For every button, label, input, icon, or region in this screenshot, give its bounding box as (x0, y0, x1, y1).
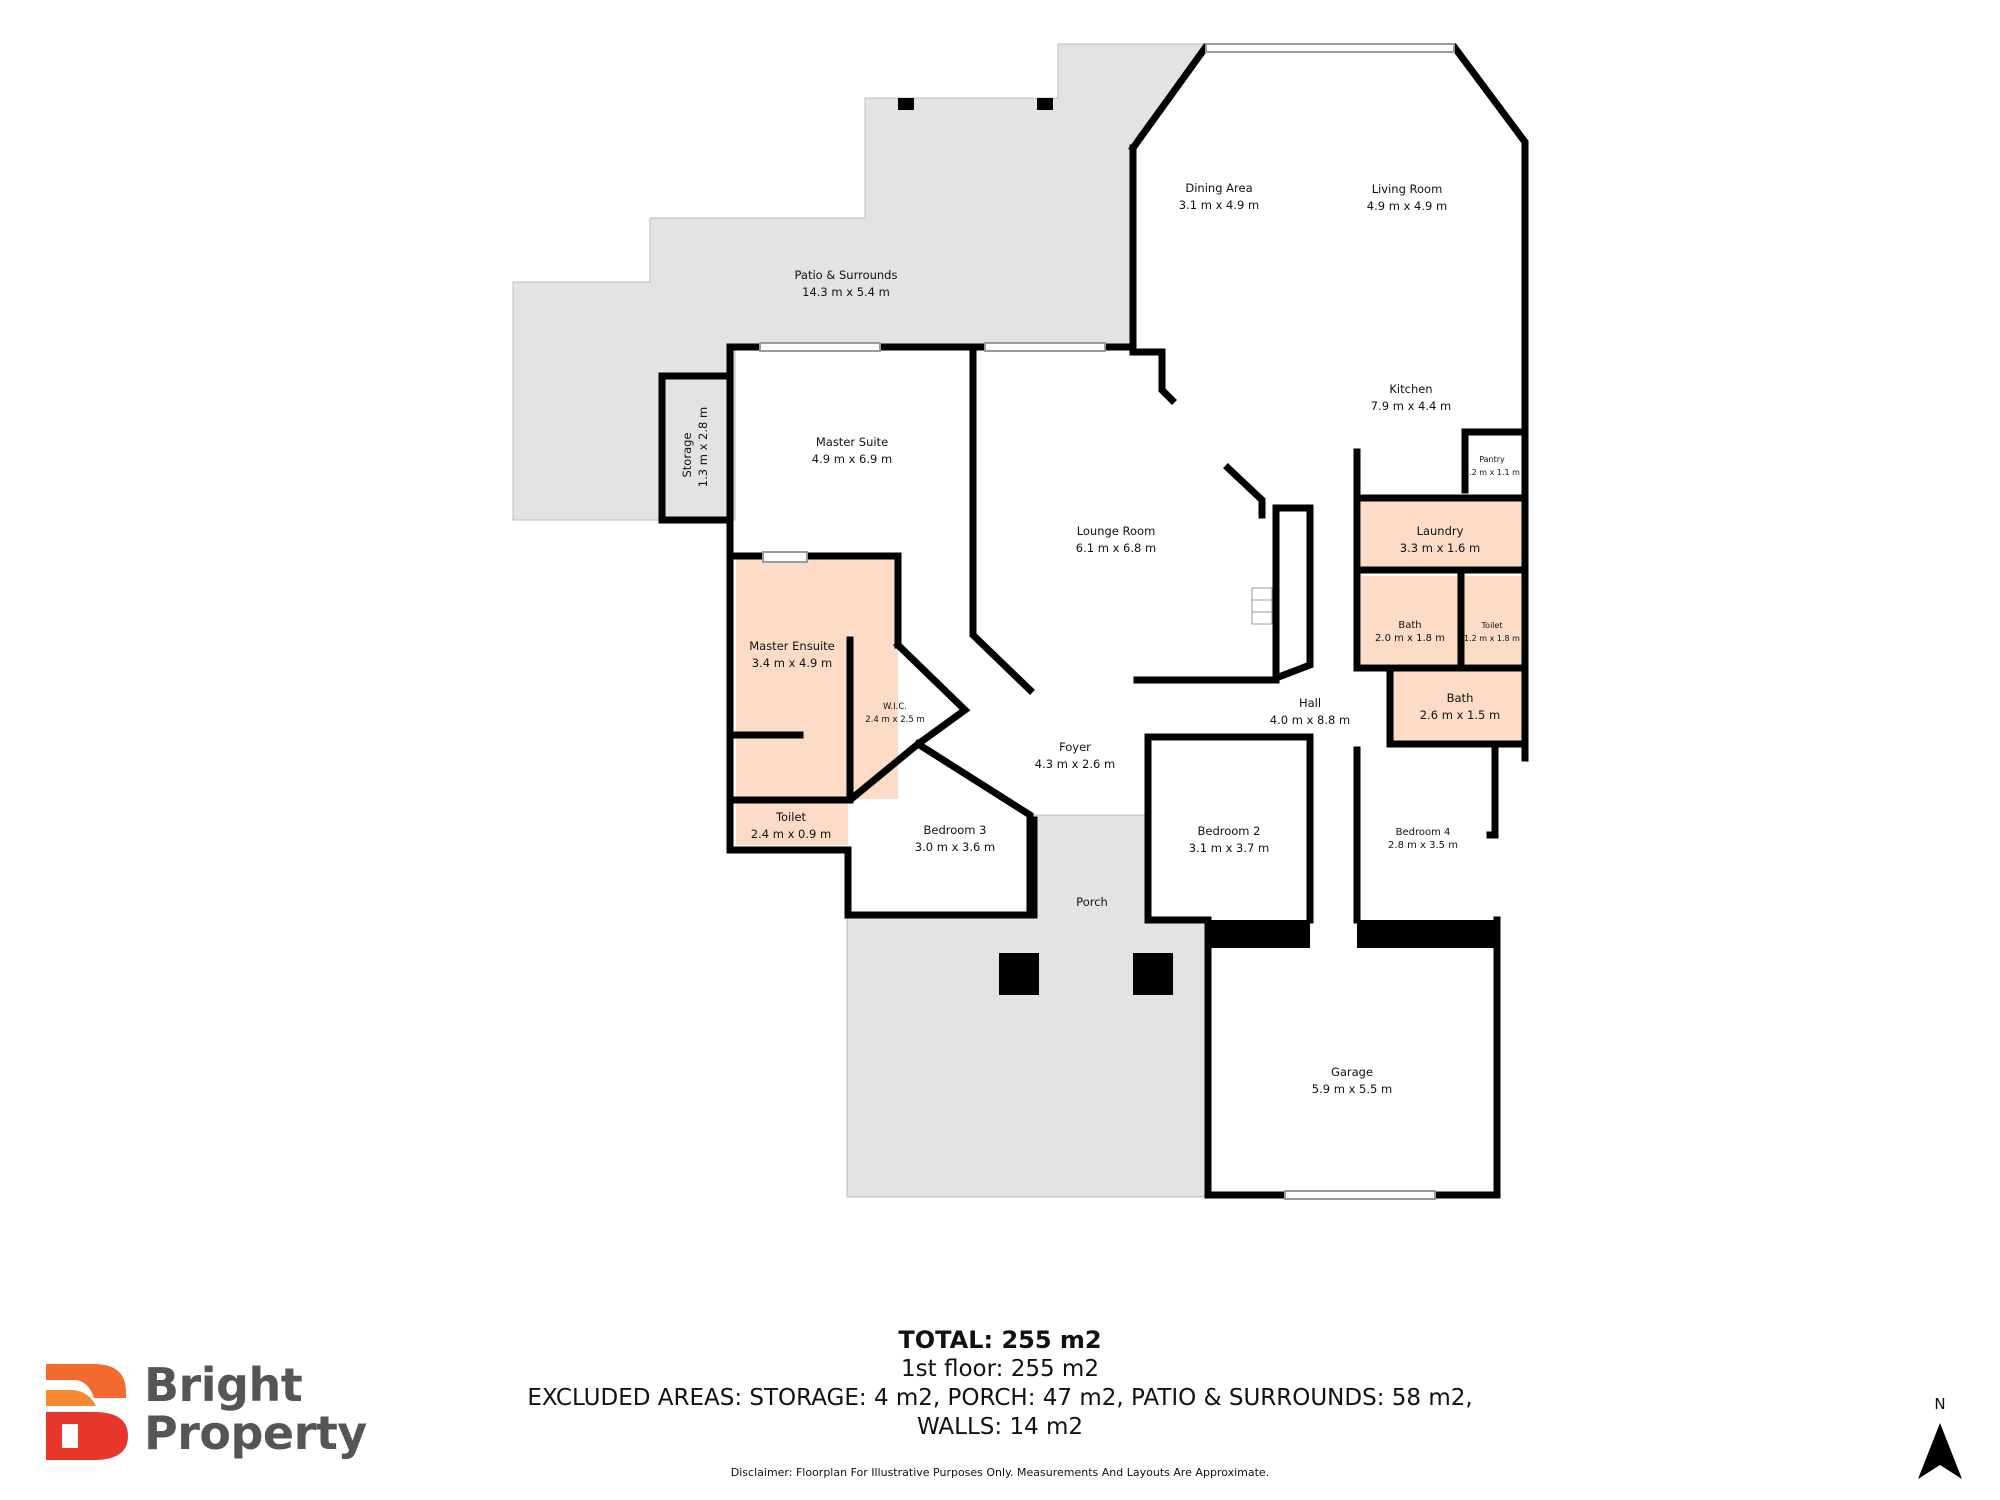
garage-header-right (1357, 920, 1499, 948)
toilet-1-name: Toilet (1481, 621, 1503, 630)
room-labels: Dining Area 3.1 m x 4.9 m Living Room 4.… (680, 181, 1520, 1096)
wic-dims: 2.4 m x 2.5 m (865, 715, 924, 725)
compass: N (1910, 1395, 1970, 1490)
porch-name: Porch (1076, 895, 1108, 909)
porch-post-right (1133, 953, 1173, 995)
garage-headers (898, 98, 1499, 995)
walls (658, 43, 1529, 1199)
master-ensuite-fill (736, 556, 898, 799)
summary-floor: 1st floor: 255 m2 (901, 1356, 1099, 1382)
brand-logo: Bright Property (44, 1358, 374, 1462)
kitchen-name: Kitchen (1389, 382, 1432, 396)
toilet-2-fill (736, 803, 848, 845)
toilet-2-dims: 2.4 m x 0.9 m (751, 827, 831, 841)
bedroom-2-dims: 3.1 m x 3.7 m (1189, 841, 1269, 855)
lounge-room-dims: 6.1 m x 6.8 m (1076, 541, 1156, 555)
lounge-room-name: Lounge Room (1077, 524, 1156, 538)
foyer-dims: 4.3 m x 2.6 m (1035, 757, 1115, 771)
disclaimer: Disclaimer: Floorplan For Illustrative P… (730, 1466, 1270, 1479)
window-ensuite (762, 551, 808, 563)
pantry-name: Pantry (1479, 455, 1505, 464)
bath-2-dims: 2.6 m x 1.5 m (1420, 708, 1500, 722)
summary-excluded: EXCLUDED AREAS: STORAGE: 4 m2, PORCH: 47… (527, 1385, 1473, 1411)
toilet-1-dims: 1.2 m x 1.8 m (1464, 634, 1520, 643)
wet-areas (736, 497, 1522, 845)
storage-name: Storage (680, 433, 694, 478)
foyer-name: Foyer (1059, 740, 1091, 754)
pantry-dims: 1.2 m x 1.1 m (1464, 468, 1520, 477)
laundry-fill (1361, 497, 1522, 570)
dining-area-dims: 3.1 m x 4.9 m (1179, 198, 1259, 212)
porch-post-left (999, 953, 1039, 995)
bath-1-name: Bath (1398, 620, 1421, 631)
laundry-dims: 3.3 m x 1.6 m (1400, 541, 1480, 555)
garage-dims: 5.9 m x 5.5 m (1312, 1082, 1392, 1096)
master-ensuite-name: Master Ensuite (749, 639, 835, 653)
master-suite-dims: 4.9 m x 6.9 m (812, 452, 892, 466)
living-room-name: Living Room (1372, 182, 1443, 196)
garage-name: Garage (1331, 1065, 1373, 1079)
patio-dims: 14.3 m x 5.4 m (802, 285, 890, 299)
brand-name-line2: Property (144, 1406, 367, 1460)
bath-1-dims: 2.0 m x 1.8 m (1375, 633, 1445, 644)
master-suite-name: Master Suite (816, 435, 888, 449)
windows (759, 43, 1455, 1200)
fireplace (1251, 587, 1273, 625)
garage-header-left (1205, 920, 1310, 948)
patio-post-right (1037, 98, 1053, 110)
bedroom-4-dims: 2.8 m x 3.5 m (1388, 840, 1458, 851)
dining-area-name: Dining Area (1185, 181, 1252, 195)
bath-2-fill (1393, 670, 1522, 744)
living-room-dims: 4.9 m x 4.9 m (1367, 199, 1447, 213)
brand-name-line1: Bright (144, 1358, 303, 1412)
toilet-1-fill (1464, 576, 1522, 664)
window-top-octagon (1205, 43, 1455, 53)
hall-name: Hall (1299, 696, 1321, 710)
window-patio-right (984, 342, 1106, 352)
kitchen-dims: 7.9 m x 4.4 m (1371, 399, 1451, 413)
bedroom-2-name: Bedroom 2 (1198, 824, 1261, 838)
compass-label: N (1934, 1395, 1946, 1413)
brand-mark-icon (46, 1364, 128, 1460)
patio-post-left (898, 98, 914, 110)
bath-1-fill (1361, 576, 1459, 664)
toilet-2-name: Toilet (775, 810, 807, 824)
window-patio-left (759, 342, 881, 352)
summary-walls: WALLS: 14 m2 (916, 1414, 1084, 1440)
area-summary: TOTAL: 255 m2 1st floor: 255 m2 EXCLUDED… (0, 1325, 2000, 1442)
hall-dims: 4.0 m x 8.8 m (1270, 713, 1350, 727)
laundry-name: Laundry (1417, 524, 1464, 538)
north-arrow-icon (1918, 1423, 1962, 1479)
bedroom-4-name: Bedroom 4 (1396, 827, 1451, 838)
wic-name: W.I.C. (883, 702, 907, 712)
bedroom-3-dims: 3.0 m x 3.6 m (915, 840, 995, 854)
master-ensuite-dims: 3.4 m x 4.9 m (752, 656, 832, 670)
bedroom-3-name: Bedroom 3 (924, 823, 987, 837)
bath-2-name: Bath (1447, 691, 1474, 705)
window-garage-bottom (1284, 1190, 1436, 1200)
storage-dims: 1.3 m x 2.8 m (696, 407, 710, 487)
summary-total: TOTAL: 255 m2 (898, 1326, 1102, 1354)
patio-name: Patio & Surrounds (795, 268, 898, 282)
